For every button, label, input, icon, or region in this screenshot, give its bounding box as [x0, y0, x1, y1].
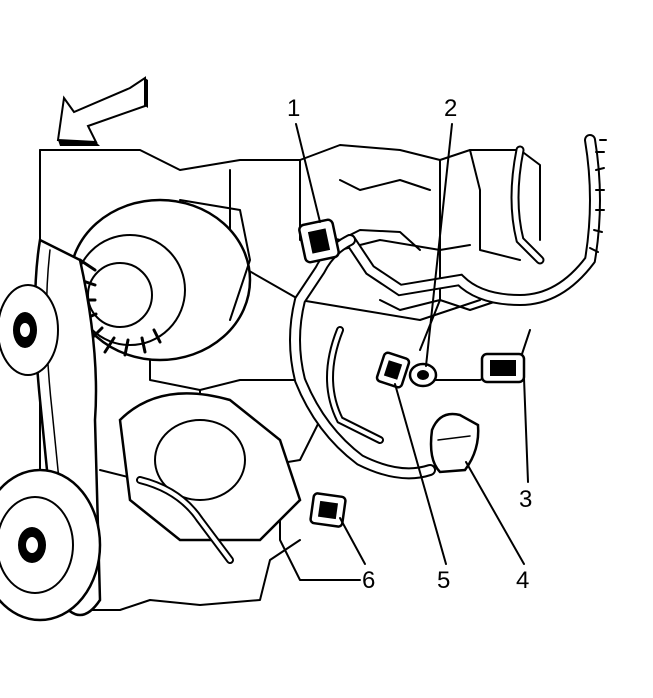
alternator [68, 198, 252, 362]
wiring-harness [136, 134, 607, 564]
callout-4: 4 [516, 567, 529, 594]
connector-5 [375, 351, 411, 389]
callout-5: 5 [437, 567, 450, 594]
connector-1 [298, 218, 340, 264]
connector-6 [309, 492, 347, 528]
ac-compressor [118, 392, 302, 542]
component-4 [429, 412, 480, 474]
callout-2: 2 [444, 95, 457, 122]
callout-6: 6 [362, 567, 375, 594]
direction-arrow-icon [56, 76, 148, 146]
crank-pulley [0, 468, 102, 622]
idler-pulley [0, 284, 59, 376]
connector-2 [408, 362, 438, 388]
callout-labels: 1 2 3 4 5 6 [287, 95, 532, 594]
callout-3: 3 [519, 486, 532, 513]
leader-lines [295, 123, 529, 565]
connector-3 [480, 352, 526, 384]
callout-1: 1 [287, 95, 300, 122]
